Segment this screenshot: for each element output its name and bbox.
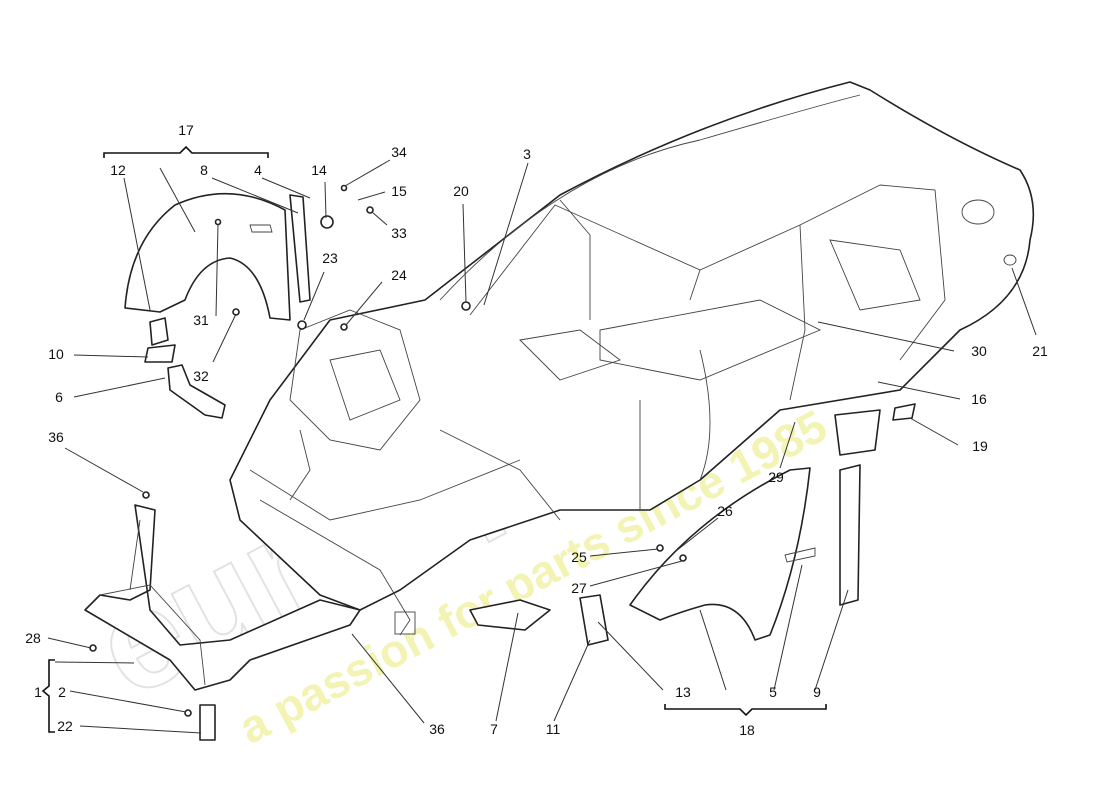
- front-fender-left-drawing: [124, 192, 311, 419]
- callout-14: 14: [311, 162, 327, 178]
- front-crossmember-drawing: [84, 504, 361, 741]
- callout-5: 5: [769, 684, 777, 700]
- callout-18: 18: [739, 722, 755, 738]
- callout-labels: 1 2 3 4 5 6 7 8 9 10 11 12 13 14 15 16 1…: [25, 122, 1048, 738]
- callout-34: 34: [391, 144, 407, 160]
- callout-33: 33: [391, 225, 407, 241]
- callout-21: 21: [1032, 343, 1048, 359]
- callout-10: 10: [48, 346, 64, 362]
- group-braces: [41, 145, 827, 733]
- callout-9: 9: [813, 684, 821, 700]
- callout-36-lower: 36: [429, 721, 445, 737]
- callout-25: 25: [571, 549, 587, 565]
- callout-3: 3: [523, 146, 531, 162]
- callout-12: 12: [110, 162, 126, 178]
- callout-11: 11: [546, 721, 561, 737]
- callout-31: 31: [193, 312, 209, 328]
- callout-6: 6: [55, 389, 63, 405]
- callout-28: 28: [25, 630, 41, 646]
- callout-24: 24: [391, 267, 407, 283]
- callout-27: 27: [571, 580, 587, 596]
- callout-22: 22: [57, 718, 73, 734]
- callout-8: 8: [200, 162, 208, 178]
- callout-1: 1: [34, 684, 42, 700]
- fasteners: [89, 184, 687, 717]
- callout-29: 29: [768, 469, 784, 485]
- callout-17: 17: [178, 122, 194, 138]
- callout-36-upper: 36: [48, 429, 64, 445]
- front-fender-right-drawing: [469, 403, 916, 646]
- brace-1: [41, 659, 55, 733]
- callout-23: 23: [322, 250, 338, 266]
- callout-32: 32: [193, 368, 209, 384]
- brace-18: [664, 704, 827, 717]
- body-shell-drawing: [229, 81, 1035, 636]
- callout-30: 30: [971, 343, 987, 359]
- callout-2: 2: [58, 684, 66, 700]
- callout-26: 26: [717, 503, 733, 519]
- callout-7: 7: [490, 721, 498, 737]
- callout-13: 13: [675, 684, 691, 700]
- callout-20: 20: [453, 183, 469, 199]
- callout-15: 15: [391, 183, 407, 199]
- leader-lines: [47, 159, 1037, 734]
- brace-17: [103, 145, 269, 158]
- callout-4: 4: [254, 162, 262, 178]
- callout-16: 16: [971, 391, 987, 407]
- callout-19: 19: [972, 438, 988, 454]
